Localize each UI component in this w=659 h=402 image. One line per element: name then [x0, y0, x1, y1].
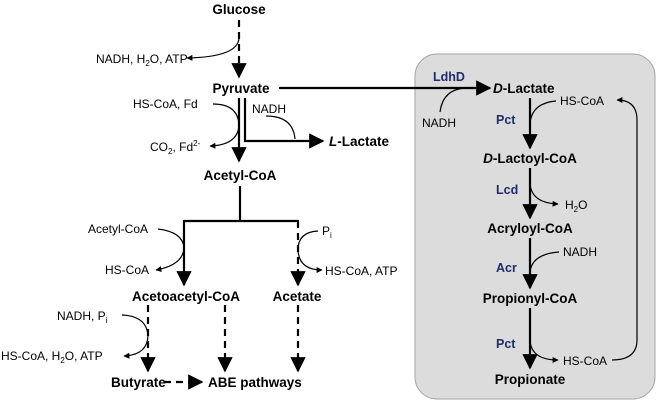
butyrate-side-b: O, ATP — [65, 349, 103, 363]
arrow-hscoa-in — [212, 103, 240, 126]
pyruvate-in-cofactors: HS-CoA, Fd — [133, 97, 198, 111]
hs-coa-atp-out: HS-CoA, ATP — [325, 264, 397, 278]
pi-top-a: P — [322, 224, 330, 238]
pi-top-sub: i — [330, 231, 332, 240]
nadh-acr-in: NADH — [563, 245, 597, 259]
co2-a: CO — [150, 140, 168, 154]
arrow-co2-out — [209, 124, 240, 149]
nadh-l-lactate: NADH — [252, 102, 286, 116]
arrow-hscoa-pct-in — [529, 100, 557, 124]
pyruvate-out-cofactors: CO2, Fd2- — [150, 139, 201, 156]
glucose-side-sub: 2 — [145, 59, 150, 68]
arrow-h2o-out — [529, 182, 559, 207]
arrow-pi-in — [297, 230, 323, 273]
nadh-ldhd-in: NADH — [422, 116, 456, 130]
h2o-b: O — [578, 198, 587, 212]
acetoacetyl-coa-label: Acetoacetyl-CoA — [132, 289, 240, 304]
arrow-glucose-side — [186, 37, 240, 61]
d-lactate-prefix: D — [493, 81, 503, 96]
hs-coa-pct-top: HS-CoA — [560, 94, 604, 108]
propionate-pathway-panel — [414, 53, 656, 400]
d-lactate-suffix: -Lactate — [503, 81, 555, 96]
d-lactoyl-coa-label: D-Lactoyl-CoA — [483, 151, 577, 166]
enzyme-ldhd: LdhD — [433, 70, 465, 84]
co2-sub: 2 — [168, 147, 173, 156]
enzyme-pct-top: Pct — [496, 113, 516, 127]
enzyme-lcd: Lcd — [496, 183, 518, 197]
glucose-label: Glucose — [212, 2, 266, 17]
hs-coa-left-out: HS-CoA — [105, 263, 149, 277]
arrow-hscoa-out — [529, 339, 559, 363]
pyruvate-label: Pyruvate — [212, 81, 270, 96]
glucose-side-b: O, ATP — [150, 52, 188, 66]
propionate-label: Propionate — [495, 372, 566, 387]
pi-top-in: Pi — [322, 224, 332, 240]
h2o-out: H2O — [565, 198, 587, 214]
arrow-acetylcoa-in — [155, 228, 185, 272]
arrow-nadh-acr-in — [529, 251, 560, 273]
arrow-hscoa-recycle — [611, 97, 638, 361]
h2o-sub: 2 — [574, 205, 579, 214]
l-lactate-prefix: L — [329, 134, 337, 149]
d-lactate-label: D-Lactate — [493, 81, 555, 96]
hs-coa-pct-bottom: HS-CoA — [563, 354, 607, 368]
nadh-pi-in: NADH, Pi — [57, 309, 108, 325]
arrow-pyruvate-llactate — [243, 98, 325, 149]
propionyl-coa-label: Propionyl-CoA — [483, 291, 578, 306]
butyrate-side-a: HS-CoA, H — [1, 349, 60, 363]
nadh-pi-a: NADH, P — [57, 309, 106, 323]
acryloyl-coa-label: Acryloyl-CoA — [487, 221, 573, 236]
l-lactate-suffix: -Lactate — [337, 134, 389, 149]
acetyl-coa-cofactor-in: Acetyl-CoA — [88, 222, 148, 236]
l-lactate-label: L-Lactate — [329, 134, 390, 149]
arrow-nadh-l — [265, 115, 296, 140]
acetate-label: Acetate — [273, 289, 322, 304]
arrow-nadh-pi-in — [121, 314, 149, 359]
d-lactoyl-prefix: D — [483, 151, 493, 166]
abe-pathways-label: ABE pathways — [208, 375, 302, 390]
arrow-nadh-ldhd — [439, 87, 467, 113]
h2o-a: H — [565, 198, 574, 212]
nadh-pi-sub: i — [106, 316, 108, 325]
butyrate-label: Butyrate — [111, 375, 166, 390]
butyrate-side-out: HS-CoA, H2O, ATP — [1, 349, 103, 365]
enzyme-acr: Acr — [496, 261, 517, 275]
d-lactoyl-suffix: -Lactoyl-CoA — [493, 151, 577, 166]
enzyme-pct-bottom: Pct — [496, 337, 516, 351]
acetyl-coa-label: Acetyl-CoA — [204, 168, 277, 183]
glucose-side-cofactors: NADH, H2O, ATP — [96, 52, 188, 68]
glucose-side-a: NADH, H — [96, 52, 145, 66]
butyrate-side-sub: 2 — [60, 356, 65, 365]
co2-b: , Fd — [172, 140, 193, 154]
co2-sup: 2- — [193, 139, 200, 148]
